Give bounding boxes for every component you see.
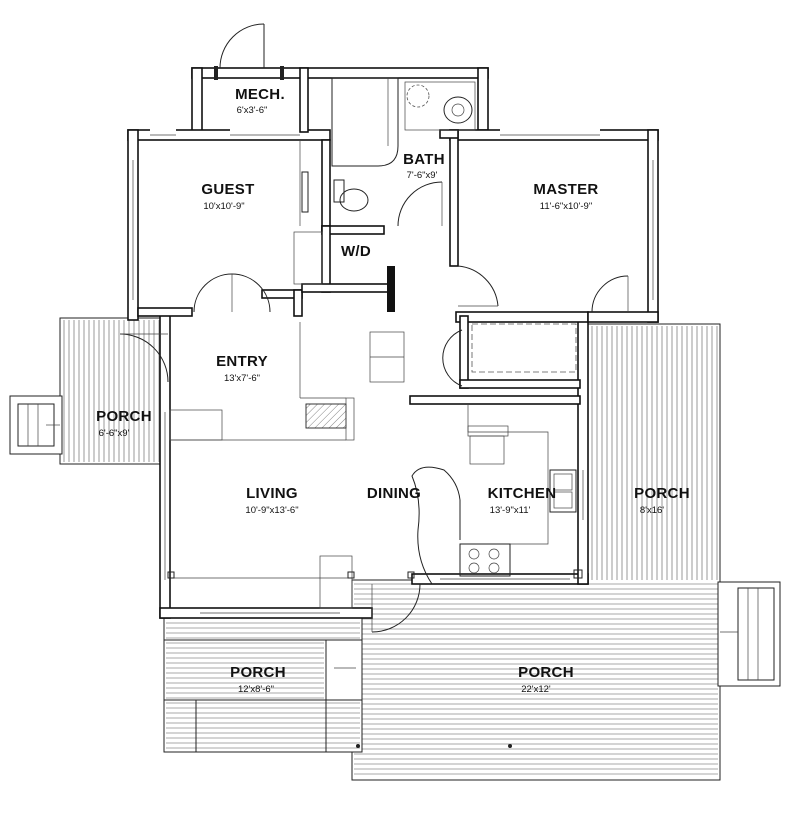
- room-name: ENTRY: [216, 353, 268, 370]
- label-dining: DINING: [367, 485, 421, 502]
- room-name: MASTER: [533, 181, 598, 198]
- room-name: PORCH: [230, 664, 286, 681]
- label-guest: GUEST 10'x10'-9": [201, 181, 254, 212]
- range: [459, 543, 511, 577]
- windows: [132, 66, 654, 614]
- room-name: MECH.: [235, 86, 285, 103]
- deck-south: [163, 613, 512, 753]
- label-living: LIVING 10'-9"x13'-6": [245, 485, 298, 516]
- room-name: LIVING: [246, 485, 298, 502]
- room-labels: MECH. 6'x3'-6" BATH 7'-6"x9' GUEST 10'x1…: [96, 86, 690, 695]
- room-dimensions: 22'x12': [521, 684, 551, 695]
- room-dimensions: 10'x10'-9": [203, 201, 244, 212]
- label-porch-east: PORCH 8'x16': [634, 485, 690, 516]
- interior-walls: [137, 67, 581, 405]
- label-mech: MECH. 6'x3'-6": [235, 86, 285, 116]
- label-bath: BATH 7'-6"x9': [403, 151, 445, 181]
- room-name: PORCH: [634, 485, 690, 502]
- room-dimensions: 6'x3'-6": [237, 105, 268, 116]
- steps-east: [717, 581, 781, 687]
- room-name: DINING: [367, 485, 421, 502]
- label-entry: ENTRY 13'x7'-6": [216, 353, 268, 384]
- wood-stove: [305, 403, 347, 429]
- room-dimensions: 13'x7'-6": [224, 373, 260, 384]
- room-name: W/D: [341, 243, 371, 260]
- doors: [119, 23, 629, 633]
- deck-west: [9, 317, 163, 465]
- room-dimensions: 12'x8'-6": [238, 684, 274, 695]
- shower: [331, 77, 399, 167]
- toilet: [333, 179, 345, 203]
- room-dimensions: 7'-6"x9': [407, 170, 438, 181]
- room-name: KITCHEN: [488, 485, 557, 502]
- room-dimensions: 6'-6"x9': [99, 428, 130, 439]
- room-dimensions: 8'x16': [640, 505, 664, 516]
- room-name: PORCH: [518, 664, 574, 681]
- kitchen-sink: [549, 469, 577, 513]
- label-porch-southwest: PORCH 12'x8'-6": [230, 664, 286, 695]
- room-dimensions: 10'-9"x13'-6": [245, 505, 298, 516]
- room-dimensions: 11'-6"x10'-9": [540, 201, 592, 212]
- room-name: BATH: [403, 151, 445, 168]
- label-porch-west: PORCH 6'-6"x9': [96, 408, 152, 439]
- exterior-walls: [127, 67, 659, 619]
- deck-east: [351, 323, 781, 781]
- bath-sink: [443, 96, 473, 124]
- fixtures: [167, 77, 583, 609]
- label-porch-south: PORCH 22'x12': [518, 664, 574, 695]
- room-dimensions: 13'-9"x11': [490, 505, 531, 516]
- label-kitchen: KITCHEN 13'-9"x11': [488, 485, 557, 516]
- label-wd: W/D: [341, 243, 371, 260]
- room-name: GUEST: [201, 181, 254, 198]
- label-master: MASTER 11'-6"x10'-9": [533, 181, 598, 212]
- room-name: PORCH: [96, 408, 152, 425]
